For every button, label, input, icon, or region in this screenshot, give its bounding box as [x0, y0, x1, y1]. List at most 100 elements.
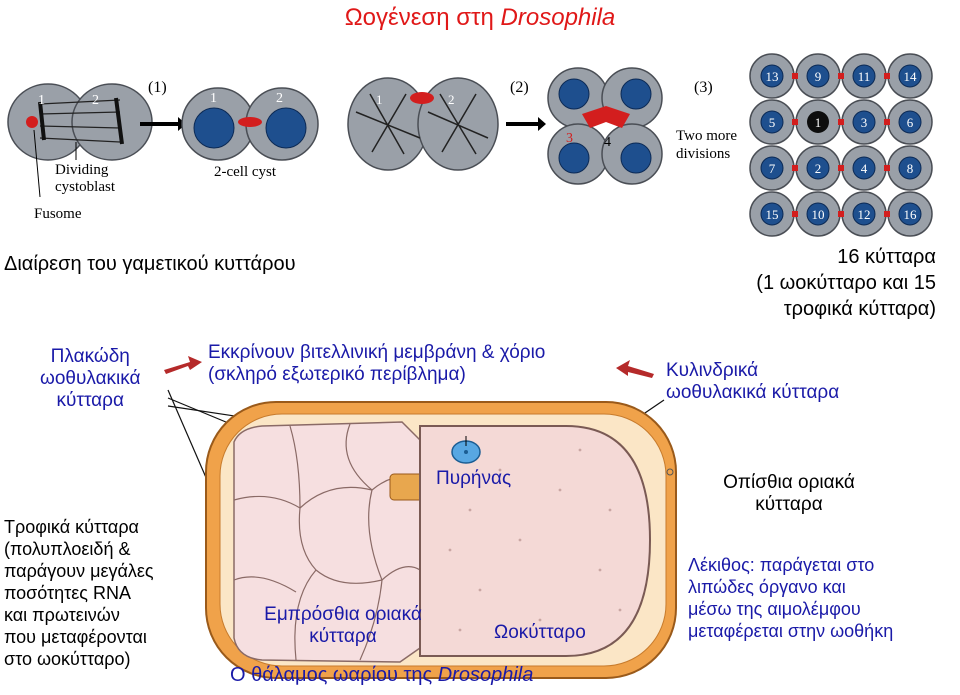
arrow-to-secrete — [164, 356, 202, 374]
ring-canal-marker — [884, 73, 890, 79]
oocyte-body — [419, 425, 652, 657]
posterior-line-1: Οπίσθια οριακά — [723, 472, 855, 493]
div-num-1: 1 — [376, 92, 383, 107]
nucleolus — [464, 450, 468, 454]
nurse-line-3: παράγουν μεγάλες — [4, 561, 154, 581]
four-cell-cyst: 3 4 — [547, 67, 663, 185]
posterior-line-2: κύτταρα — [755, 494, 823, 515]
grid-cell-number: 4 — [861, 161, 868, 176]
columnar-line-2: ωοθυλακικά κύτταρα — [666, 382, 840, 403]
flat-line-1: Πλακώδη — [50, 346, 130, 367]
cystoblast-division-figure: 1 2 Dividing cystoblast Fusome (1) 1 2 2… — [7, 53, 933, 237]
dividing-cystoblast: 1 2 Dividing cystoblast Fusome — [7, 83, 153, 222]
cyst-num-1: 1 — [210, 91, 217, 106]
yolk-label: Λέκιθος: παράγεται στο λιπώδες όργανο κα… — [688, 554, 893, 642]
columnar-line-1: Κυλινδρικά — [666, 360, 759, 381]
nurse-line-2: (πολυπλοειδή & — [4, 539, 131, 559]
cell-num-1: 1 — [38, 93, 45, 108]
yolk-line-4: μεταφέρεται στην ωοθήκη — [688, 621, 894, 641]
step-2-arrow — [506, 117, 546, 131]
sixteen-line-1: 16 κύτταρα — [837, 246, 936, 268]
cyst4-num-3: 3 — [566, 131, 573, 146]
nurse-cells-label: Τροφικά κύτταρα (πολυπλοειδή & παράγουν … — [4, 516, 154, 670]
grid-nucleus — [898, 156, 922, 180]
grid-nucleus — [760, 202, 784, 226]
nurse-line-5: και πρωτεινών — [4, 605, 120, 625]
sixteen-cells-label: 16 κύτταρα (1 ωοκύτταρο και 15 τροφικά κ… — [712, 244, 936, 322]
grid-cell-number: 8 — [907, 161, 914, 176]
grid-nucleus — [760, 110, 784, 134]
oocyte-label: Ωοκύτταρο — [494, 622, 586, 643]
flat-line-2: ωοθυλακικά — [40, 368, 141, 389]
nurse-line-4: ποσότητες RNA — [4, 583, 131, 603]
grid-nucleus — [806, 202, 830, 226]
chamber-caption: Ο θάλαμος ωαρίου της Drosophila — [230, 664, 533, 686]
grid-cell-number: 16 — [904, 207, 918, 222]
dividing-two-cell: 1 2 — [347, 77, 499, 171]
grid-cell-number: 7 — [769, 161, 776, 176]
yolk-line-2: λιπώδες όργανο και — [688, 577, 846, 597]
ring-canal-marker — [792, 119, 798, 125]
chamber-main: Ο θάλαμος ωαρίου της — [230, 664, 438, 686]
grid-cell-number: 6 — [907, 115, 914, 130]
grid-nucleus — [898, 202, 922, 226]
div-num-2: 2 — [448, 92, 455, 107]
grid-cell-number: 10 — [812, 207, 825, 222]
nurse-line-6: που μεταφέρονται — [4, 627, 147, 647]
secrete-line-2: (σκληρό εξωτερικό περίβλημα) — [208, 364, 466, 385]
egg-chamber-figure — [164, 356, 677, 679]
ring-canal-marker — [838, 211, 844, 217]
grid-cell-number: 12 — [858, 207, 871, 222]
anterior-line-2: κύτταρα — [309, 626, 377, 647]
oocyte-texture — [448, 448, 622, 632]
grid-cell-number: 5 — [769, 115, 776, 130]
ring-canal-marker — [884, 165, 890, 171]
grid-nucleus — [806, 64, 830, 88]
ring-canal-marker — [792, 165, 798, 171]
grid-cell-number: 11 — [858, 69, 871, 84]
grid-cell-number: 9 — [815, 69, 822, 84]
page-title: Ωογένεση στη Drosophila — [0, 4, 960, 32]
grid-nucleus — [760, 156, 784, 180]
cyst4-num-4: 4 — [604, 135, 611, 150]
grid-cell-number: 3 — [861, 115, 868, 130]
step-2-label: (2) — [510, 79, 529, 96]
grid-nucleus — [852, 202, 876, 226]
title-main: Ωογένεση στη — [344, 4, 501, 31]
nurse-line-1: Τροφικά κύτταρα — [4, 517, 139, 537]
dividing-label-1: Dividing — [55, 162, 109, 178]
ring-canal-marker — [884, 211, 890, 217]
step-1-arrow — [140, 117, 186, 131]
secrete-line-1: Εκκρίνουν βιτελλινική μεμβράνη & χόριο — [208, 342, 546, 363]
fusome-label: Fusome — [34, 206, 82, 222]
step-1-label: (1) — [148, 79, 167, 96]
grid-nucleus — [898, 110, 922, 134]
two-cell-cyst: 1 2 2-cell cyst — [181, 87, 319, 180]
arrow-to-columnar — [616, 360, 654, 378]
anterior-label: Εμπρόσθια οριακά κύτταρα — [238, 604, 448, 648]
ring-canal-marker — [838, 73, 844, 79]
nurse-line-7: στο ωοκύτταρο) — [4, 649, 131, 669]
grid-cell-number: 1 — [815, 115, 822, 130]
ring-canal-marker — [884, 119, 890, 125]
dividing-label-2: cystoblast — [55, 179, 116, 195]
grid-nucleus — [852, 64, 876, 88]
grid-cell-number: 14 — [904, 69, 918, 84]
anterior-line-1: Εμπρόσθια οριακά — [264, 604, 422, 625]
grid-nucleus — [807, 111, 829, 133]
grid-nucleus — [852, 156, 876, 180]
ring-canal-marker — [792, 73, 798, 79]
grid-cell-number: 2 — [815, 161, 822, 176]
columnar-label: Κυλινδρικά ωοθυλακικά κύτταρα — [666, 360, 839, 404]
cyst-num-2: 2 — [276, 91, 283, 106]
nucleus-label: Πυρήνας — [436, 468, 512, 489]
step-3-label: (3) — [694, 79, 713, 96]
ring-canal-marker — [838, 119, 844, 125]
secrete-label: Εκκρίνουν βιτελλινική μεμβράνη & χόριο (… — [208, 342, 545, 386]
posterior-label: Οπίσθια οριακά κύτταρα — [684, 472, 894, 516]
grid-cell-number: 13 — [766, 69, 779, 84]
grid-nucleus — [898, 64, 922, 88]
grid-nucleus — [760, 64, 784, 88]
ring-canal-marker — [792, 211, 798, 217]
